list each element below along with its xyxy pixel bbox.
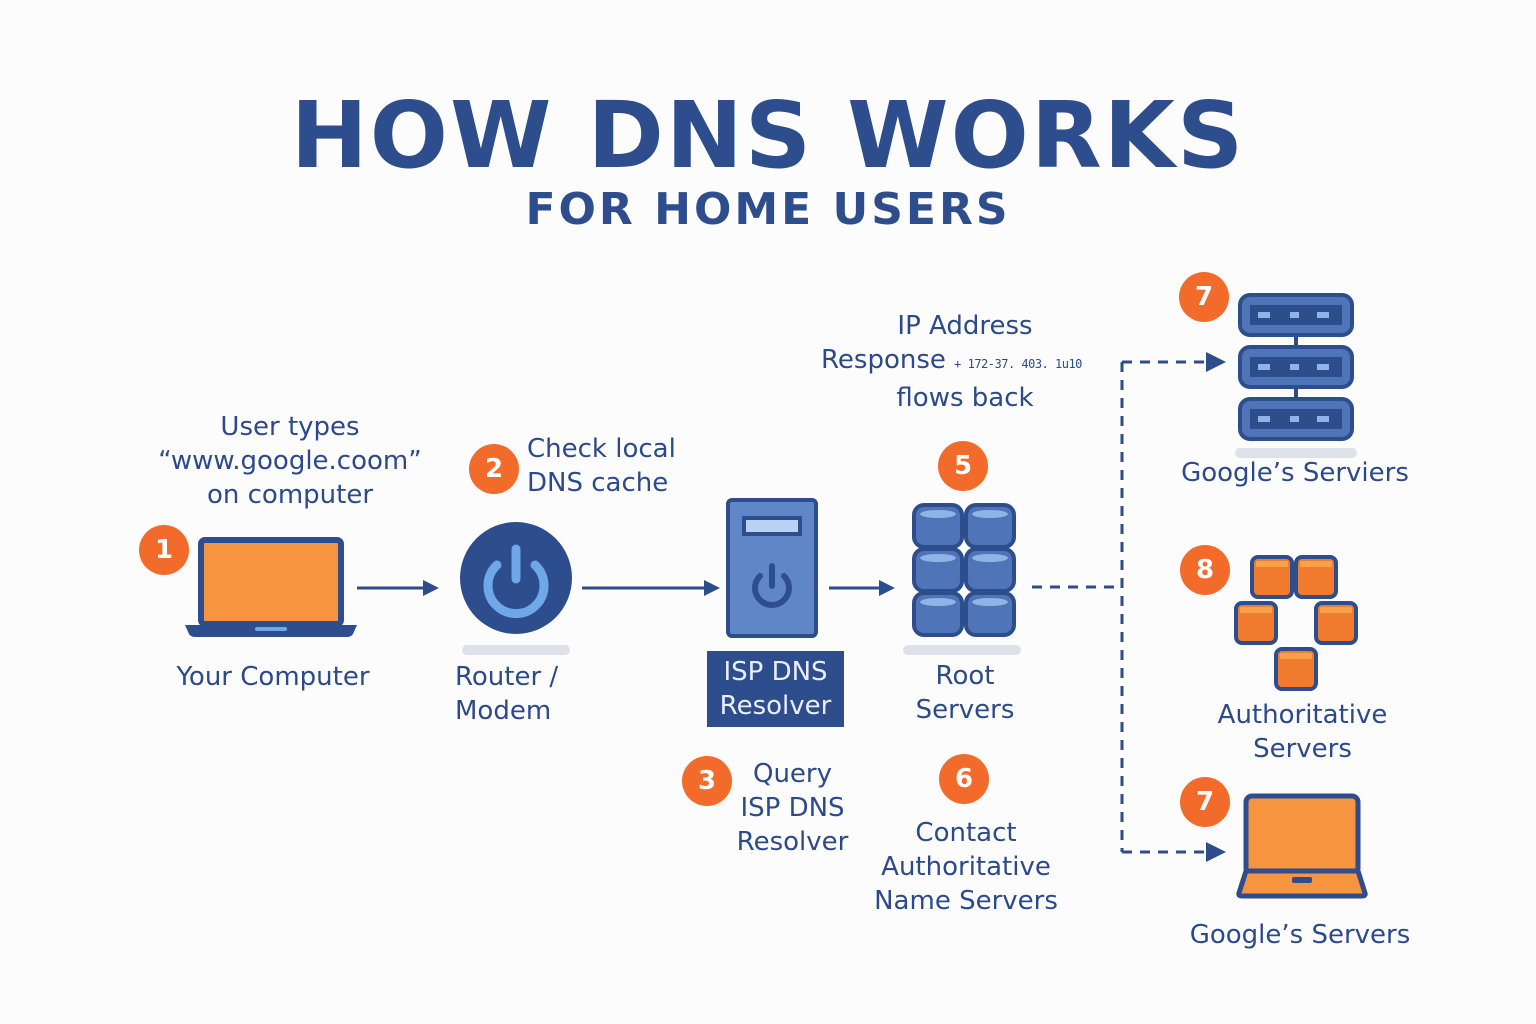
root-shadow: [903, 645, 1021, 655]
step-badge-8: 8: [1180, 545, 1230, 595]
step-5-line-3: flows back: [896, 383, 1034, 413]
authoritative-servers-label: Authoritative Servers: [1190, 698, 1415, 766]
step-5-line-1: IP Address: [897, 311, 1033, 341]
server-rack-icon: [1238, 293, 1354, 441]
dashed-connector: [1032, 352, 1226, 862]
power-icon: [460, 522, 572, 634]
step-badge-1: 1: [139, 525, 189, 575]
arrowhead-to-google-top: [1206, 352, 1226, 372]
arrow-computer-to-router: [357, 580, 439, 596]
root-label-line-2: Servers: [915, 695, 1015, 725]
google-servers-bottom-label: Google’s Servers: [1189, 920, 1411, 950]
step-badge-5: 5: [938, 441, 988, 491]
isp-label-line-2: Resolver: [719, 691, 832, 721]
step-3-line-1: Query: [752, 759, 832, 789]
step-badge-7-bottom: 7: [1180, 777, 1230, 827]
arrow-isp-to-root: [829, 580, 895, 596]
laptop-icon: [185, 537, 357, 637]
step-2-description: Check local DNS cache: [527, 432, 676, 500]
step-6-line-2: Authoritative: [881, 852, 1051, 882]
step-1-line-3: on computer: [206, 480, 374, 510]
step-badge-7-top: 7: [1179, 272, 1229, 322]
root-label-line-1: Root: [935, 661, 995, 691]
authoritative-label-line-2: Servers: [1253, 734, 1352, 764]
step-5-line-2: Response: [821, 345, 946, 375]
cube-cluster-icon: [1234, 555, 1358, 691]
router-label-line-1: Router /: [455, 662, 559, 692]
step-1-description: User types “www.google.coom” on computer: [150, 410, 430, 512]
step-badge-3: 3: [682, 756, 732, 806]
server-tower-icon: [726, 498, 818, 638]
step-badge-6: 6: [939, 754, 989, 804]
step-badge-2: 2: [469, 444, 519, 494]
diagram-subtitle: FOR HOME USERS: [525, 184, 1011, 235]
computer-label: Your Computer: [176, 662, 370, 692]
database-stack-icon: [912, 503, 1016, 637]
step-6-line-3: Name Servers: [874, 886, 1058, 916]
arrowhead-to-google-bottom: [1206, 842, 1226, 862]
ip-address-annotation: + 172-37. 403. 1u10: [954, 357, 1082, 371]
step-3-description: Query ISP DNS Resolver: [725, 757, 860, 859]
router-shadow: [462, 645, 570, 655]
step-3-line-3: Resolver: [736, 827, 849, 857]
isp-label-line-1: ISP DNS: [723, 657, 828, 687]
router-label-line-2: Modem: [455, 696, 552, 726]
step-6-line-1: Contact: [915, 818, 1017, 848]
laptop-icon: [1236, 793, 1368, 899]
step-1-line-2: “www.google.coom”: [158, 446, 422, 476]
isp-resolver-label: ISP DNS Resolver: [707, 651, 844, 727]
step-1-line-1: User types: [220, 412, 360, 442]
router-label: Router / Modem: [455, 660, 590, 728]
step-2-line-1: Check local: [527, 434, 676, 464]
authoritative-label-line-1: Authoritative: [1217, 700, 1388, 730]
google-servers-top-label: Google’s Serviers: [1181, 458, 1409, 488]
step-2-line-2: DNS cache: [527, 468, 669, 498]
diagram-title: HOW DNS WORKS: [290, 82, 1246, 189]
root-servers-label: Root Servers: [895, 659, 1035, 727]
step-3-line-2: ISP DNS: [740, 793, 845, 823]
google-top-shadow: [1235, 448, 1357, 458]
arrow-router-to-isp: [582, 580, 720, 596]
step-6-description: Contact Authoritative Name Servers: [855, 816, 1077, 918]
step-5-description: IP Address Response + 172-37. 403. 1u10 …: [821, 309, 1095, 415]
